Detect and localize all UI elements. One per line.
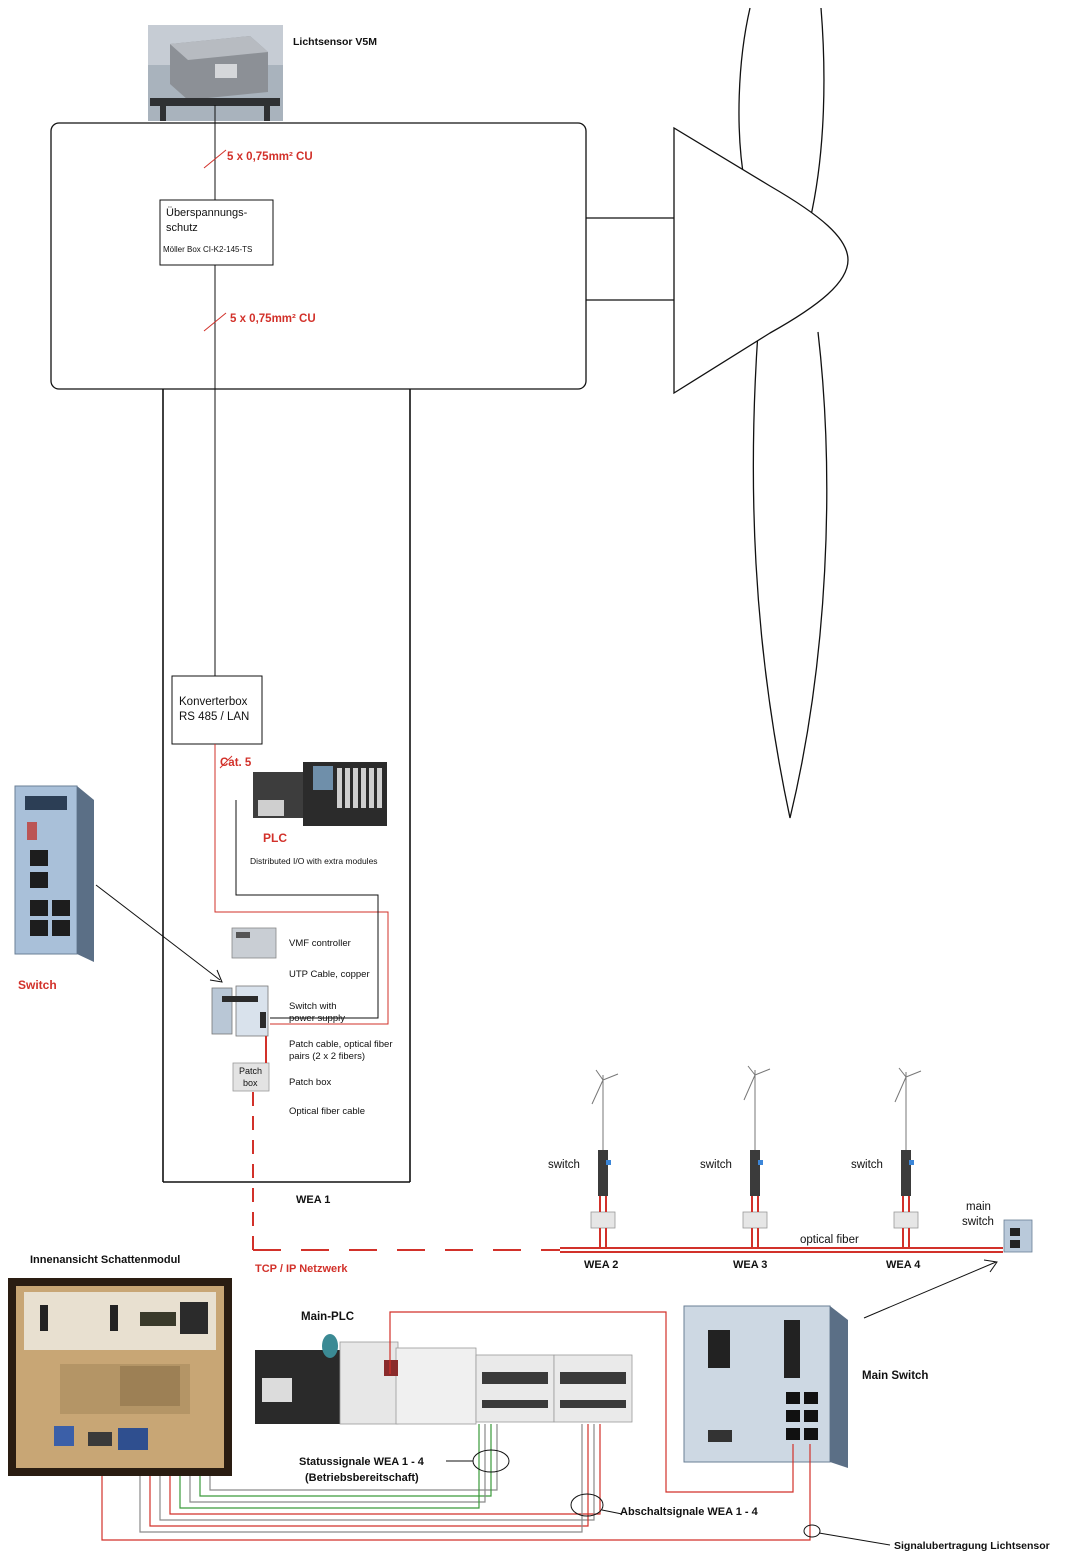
legend-patchbox: Patch box — [289, 1077, 331, 1088]
switch-arrow — [95, 884, 221, 981]
switch-with-power-icon — [211, 985, 269, 1037]
shadow-module-image — [8, 1278, 232, 1476]
wea2-label: WEA 2 — [584, 1259, 618, 1271]
surge-label-2: schutz — [166, 222, 198, 234]
switch-wea2-label: switch — [548, 1159, 580, 1171]
wea4-turbine — [893, 1067, 922, 1248]
switch-arrow-head — [209, 969, 223, 983]
lower-blade — [752, 331, 828, 819]
converter-label-2: RS 485 / LAN — [179, 711, 249, 723]
rotor-hub — [673, 126, 849, 395]
wea1-label: WEA 1 — [296, 1194, 330, 1206]
signal-wiring — [101, 1311, 811, 1541]
optical-fiber-label: optical fiber — [800, 1234, 859, 1246]
legend-switch-2: power supply — [289, 1013, 345, 1024]
patch-box-label-2: box — [243, 1078, 258, 1088]
plc-description: Distributed I/O with extra modules — [250, 856, 378, 866]
surge-label-1: Überspannungs- — [166, 207, 248, 219]
tcp-ip-label: TCP / IP Netzwerk — [255, 1263, 348, 1275]
cable-spec-top: 5 x 0,75mm² CU — [227, 151, 313, 163]
legend-vmf: VMF controller — [289, 938, 351, 949]
main-plc-label: Main-PLC — [301, 1311, 354, 1323]
patch-box-icon: Patch box — [232, 1062, 270, 1092]
status-signals-label: Statussignale WEA 1 - 4 — [299, 1456, 425, 1468]
main-switch-arrow-head — [983, 1259, 998, 1273]
switch-label-left: Switch — [18, 978, 57, 992]
main-switch-small-image — [1003, 1219, 1033, 1253]
legend-utp: UTP Cable, copper — [289, 969, 370, 980]
legend-patch-1: Patch cable, optical fiber — [289, 1039, 393, 1050]
surge-protection-box: Überspannungs- schutz Möller Box CI-K2-1… — [159, 199, 274, 266]
wea4-label: WEA 4 — [886, 1259, 921, 1271]
converter-label-1: Konverterbox — [179, 696, 248, 708]
status-signals-sublabel: (Betriebsbereitschaft) — [305, 1472, 419, 1484]
cable-spec-bottom: 5 x 0,75mm² CU — [230, 313, 316, 325]
rotor — [586, 7, 849, 819]
switch-wea3-label: switch — [700, 1159, 732, 1171]
cat5-label: Cat. 5 — [220, 757, 252, 769]
main-switch-small-label-1: main — [966, 1201, 991, 1213]
cable-mark-2 — [203, 312, 227, 332]
shutdown-signals-label: Abschaltsignale WEA 1 - 4 — [620, 1506, 759, 1518]
sensor-title: Lichtsensor V5M — [293, 36, 377, 48]
innenansicht-label: Innenansicht Schattenmodul — [30, 1254, 180, 1266]
main-switch-arrow — [863, 1261, 997, 1319]
legend-switch-1: Switch with — [289, 1001, 337, 1012]
tcp-ip-network — [252, 1092, 1003, 1253]
nacelle — [50, 122, 587, 390]
converter-box: Konverterbox RS 485 / LAN — [171, 675, 263, 745]
switch-device-image — [14, 785, 94, 962]
tower-wiring — [214, 744, 389, 1025]
switch-wea4-label: switch — [851, 1159, 883, 1171]
light-sensor-signal-label: Signalubertragung Lichtsensor — [894, 1540, 1050, 1552]
wea3-turbine — [742, 1065, 771, 1248]
surge-label-3: Möller Box CI-K2-145-TS — [163, 245, 252, 254]
plc-label: PLC — [263, 831, 287, 845]
legend-optical: Optical fiber cable — [289, 1106, 365, 1117]
wea2-turbine — [590, 1069, 619, 1248]
plc-image — [253, 762, 387, 826]
wea3-label: WEA 3 — [733, 1259, 767, 1271]
main-switch-label: Main Switch — [862, 1370, 928, 1382]
main-switch-image — [683, 1305, 848, 1468]
cable-mark-1 — [203, 149, 227, 169]
legend-patch-2: pairs (2 x 2 fibers) — [289, 1051, 365, 1062]
main-switch-small-label-2: switch — [962, 1216, 994, 1228]
tower-legend: VMF controller UTP Cable, copper Switch … — [289, 938, 393, 1117]
main-plc-image — [255, 1334, 633, 1425]
light-sensor-image — [148, 25, 283, 121]
vmf-controller-icon — [231, 927, 277, 959]
tower — [162, 389, 411, 1183]
patch-box-label-1: Patch — [239, 1066, 262, 1076]
signal-annotations — [446, 1449, 891, 1546]
